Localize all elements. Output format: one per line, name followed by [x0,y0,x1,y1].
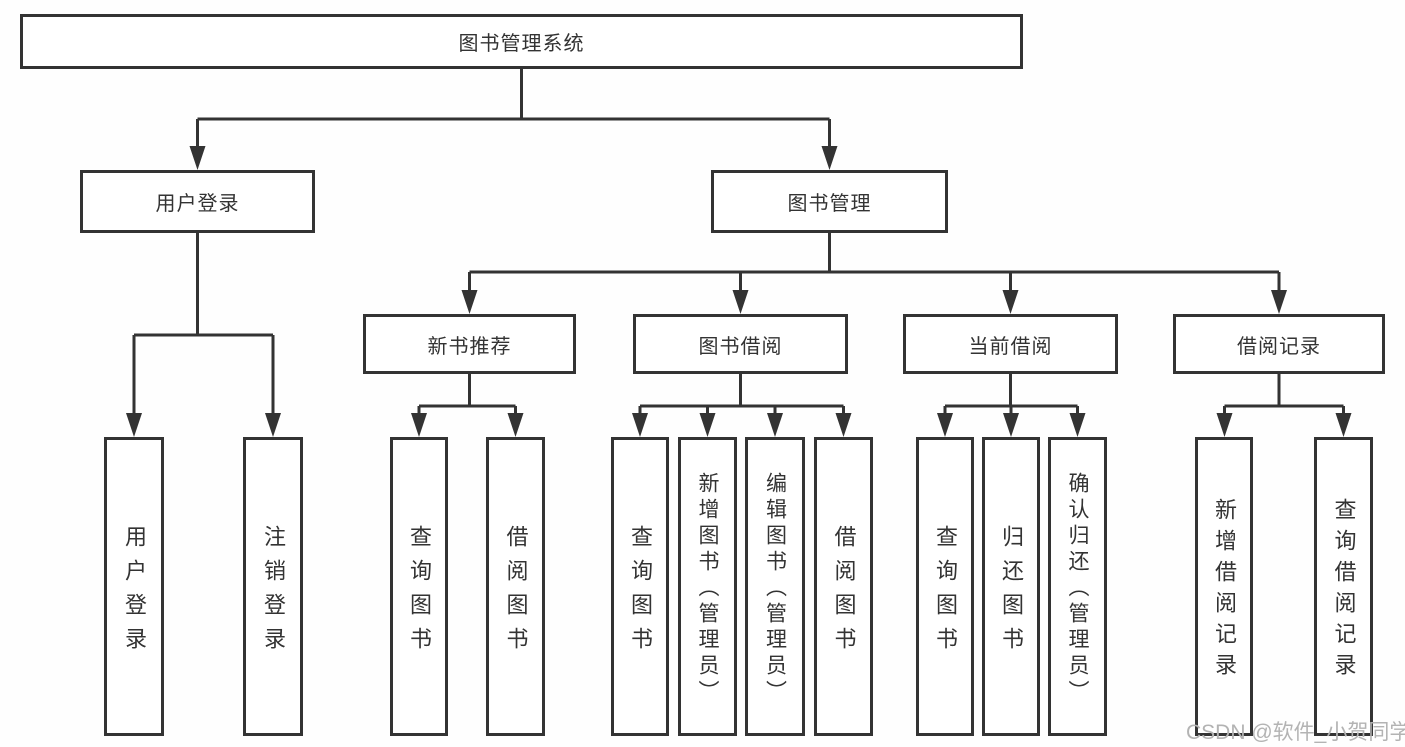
node-leaf-user-login-label: 用户登录 [122,524,147,661]
node-current-borrow-label: 当前借阅 [968,335,1053,358]
arrowhead [1002,290,1019,314]
arrowhead [1335,413,1352,437]
arrowhead [461,290,478,314]
node-leaf-query-borrow-record-label: 查询借阅记录 [1331,498,1357,684]
node-book-mgmt: 图书管理 [711,170,948,233]
connector-current-borrow-to-leaves [937,374,1086,437]
arrowhead [126,413,142,437]
node-leaf-return-books-label: 归还图书 [999,524,1024,661]
connector-borrow-records-to-leaves [1216,374,1352,437]
connector-root-to-level2 [189,69,838,170]
node-leaf-logout: 注销登录 [243,437,303,736]
node-leaf-query-books-rec: 查询图书 [390,437,448,736]
node-borrow-records: 借阅记录 [1173,314,1385,374]
arrowhead [699,413,716,437]
node-new-book-rec-label: 新书推荐 [427,335,512,358]
node-leaf-add-books-admin-label: 新增图书（管理员） [696,472,719,706]
node-leaf-add-borrow-record: 新增借阅记录 [1195,437,1253,736]
node-root: 图书管理系统 [20,14,1023,69]
node-leaf-borrow-books: 借阅图书 [814,437,873,736]
node-book-mgmt-label: 图书管理 [787,193,872,215]
node-leaf-edit-books-admin-label: 编辑图书（管理员） [763,472,787,706]
csdn-watermark: CSDN @软件_小贺同学 [1186,721,1405,744]
arrowhead [1271,290,1287,314]
node-user-login-label: 用户登录 [155,193,240,215]
node-leaf-borrow-books-label: 借阅图书 [831,524,857,661]
arrowhead [507,413,524,437]
node-leaf-confirm-return-admin: 确认归还（管理员） [1048,437,1107,736]
arrowhead [189,146,206,170]
node-leaf-user-login: 用户登录 [104,437,164,736]
node-book-borrow-label: 图书借阅 [698,335,783,358]
connector-book-borrow-to-leaves [632,374,852,437]
node-leaf-query-books-borrow-label: 查询图书 [628,524,653,661]
connector-user-login-to-leaves [126,233,281,437]
node-root-label: 图书管理系统 [458,33,585,55]
arrowhead [732,290,749,314]
arrowhead [265,413,281,437]
arrowhead [1216,413,1233,437]
node-leaf-borrow-books-rec-label: 借阅图书 [503,524,529,661]
arrowhead [1069,413,1086,437]
node-new-book-rec: 新书推荐 [363,314,576,374]
arrowhead [411,413,427,437]
arrowhead [767,413,783,437]
node-leaf-query-books-rec-label: 查询图书 [407,524,432,661]
node-leaf-query-borrow-record: 查询借阅记录 [1314,437,1373,736]
node-borrow-records-label: 借阅记录 [1237,335,1321,358]
arrowhead [835,413,852,437]
node-leaf-return-books: 归还图书 [982,437,1040,736]
node-leaf-borrow-books-rec: 借阅图书 [486,437,545,736]
arrowhead [937,413,953,437]
node-leaf-edit-books-admin: 编辑图书（管理员） [745,437,805,736]
node-current-borrow: 当前借阅 [903,314,1118,374]
node-book-borrow: 图书借阅 [633,314,848,374]
node-leaf-query-books-borrow: 查询图书 [611,437,669,736]
node-user-login: 用户登录 [80,170,315,233]
node-leaf-query-books-current: 查询图书 [916,437,974,736]
connector-book-mgmt-to-level3 [461,233,1287,314]
connector-new-book-to-leaves [411,374,524,437]
arrowhead [1003,413,1019,437]
arrowhead [632,413,648,437]
node-leaf-query-books-current-label: 查询图书 [933,524,958,661]
node-leaf-add-books-admin: 新增图书（管理员） [678,437,737,736]
node-leaf-confirm-return-admin-label: 确认归还（管理员） [1066,472,1089,706]
node-leaf-add-borrow-record-label: 新增借阅记录 [1212,498,1237,684]
node-leaf-logout-label: 注销登录 [261,524,286,661]
arrowhead [821,146,838,170]
